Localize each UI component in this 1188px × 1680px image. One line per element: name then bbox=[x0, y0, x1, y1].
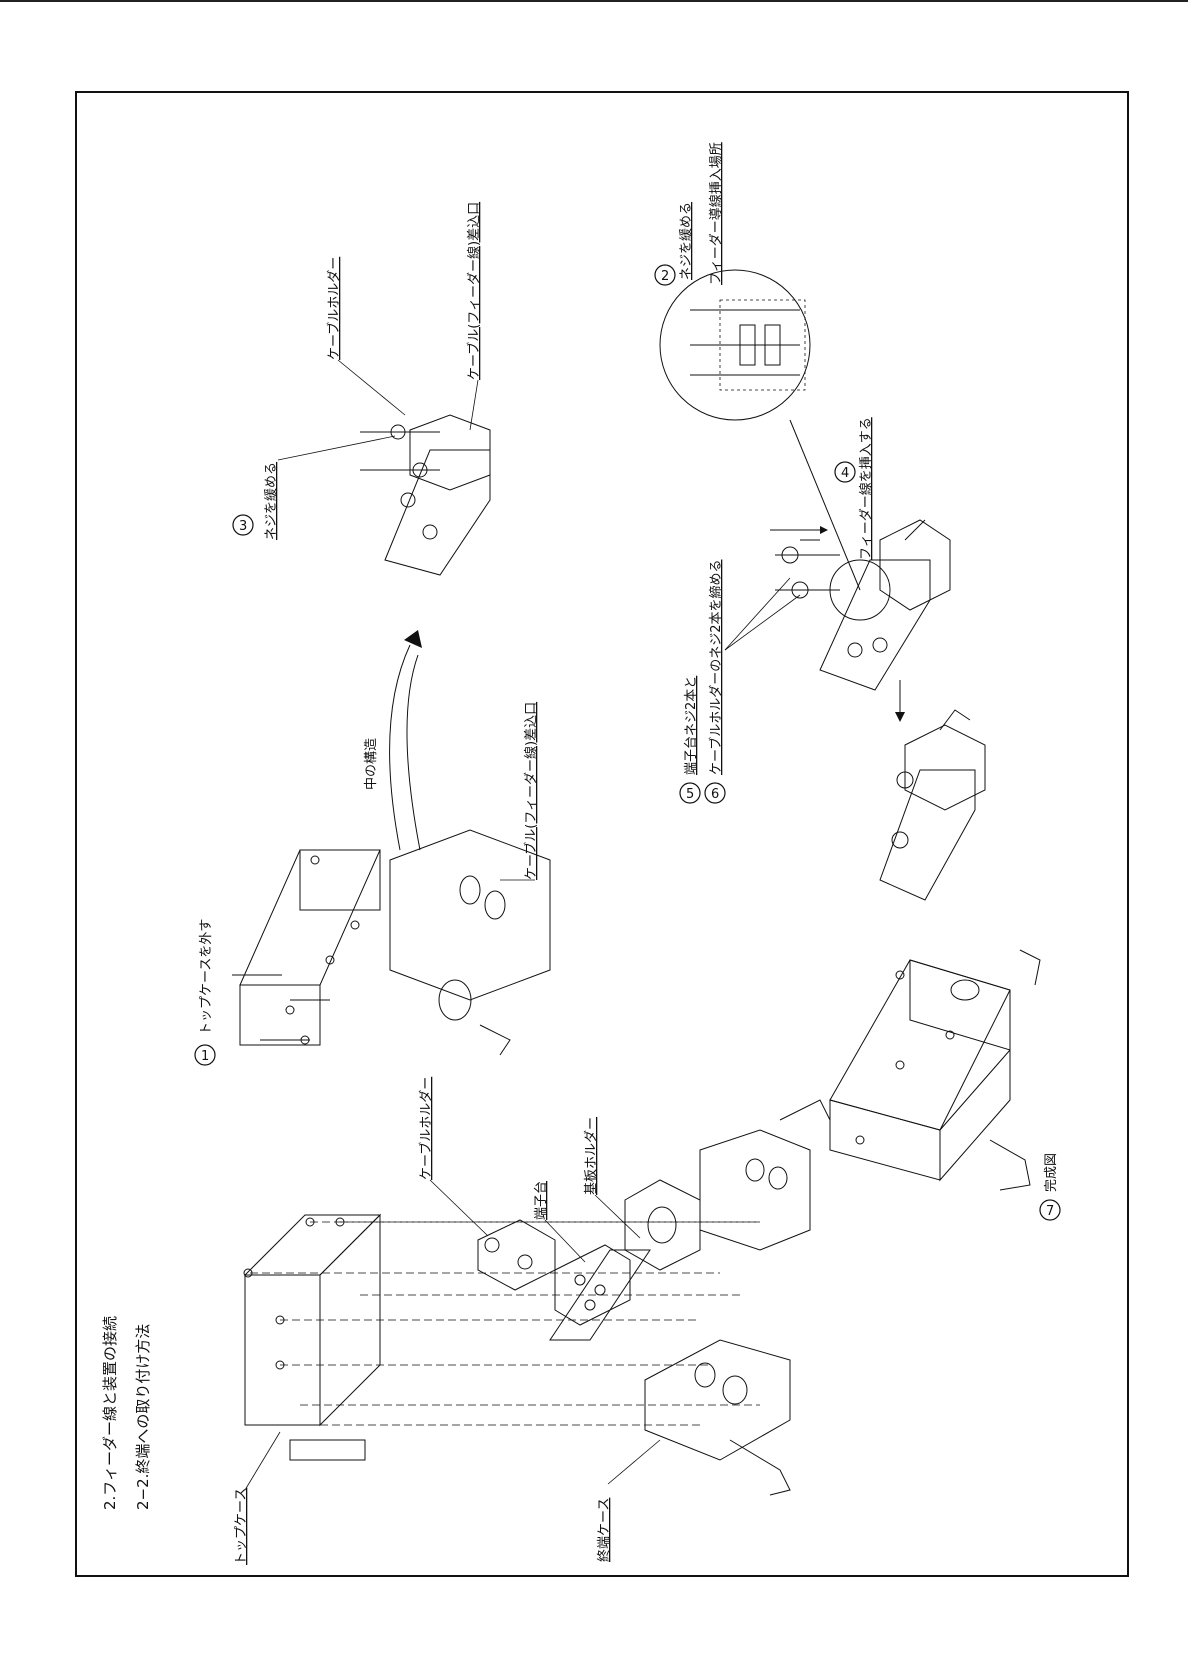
leader-top-case bbox=[245, 1432, 280, 1490]
cable-inlet-label-1: ケーブル(フィーダー線)差込口 bbox=[523, 702, 539, 880]
cable-holder-part bbox=[478, 1220, 555, 1290]
step-6-view bbox=[880, 710, 985, 900]
exploded-view: トップケース 終端ケース ケーブルホルダー 端子台 基板ホルダー bbox=[234, 1077, 830, 1565]
step-1-view bbox=[232, 830, 550, 1055]
cable-inlet-label-2: ケーブル(フィーダー線)差込口 bbox=[466, 202, 482, 380]
leader-terminal-block bbox=[545, 1220, 585, 1262]
label-top-case: トップケース bbox=[234, 1488, 249, 1565]
section-title: 2.フィーダー線と装置の接続 bbox=[101, 1316, 119, 1510]
step-7-text: 完成図 bbox=[1044, 1153, 1059, 1192]
leader-cable-holder-2 bbox=[338, 360, 405, 415]
step-2-text: ネジを緩める bbox=[679, 202, 694, 280]
subsection-title: 2−2.終端への取り付け方法 bbox=[134, 1324, 152, 1510]
cable-holder-label-2: ケーブルホルダー bbox=[326, 257, 342, 360]
step-5-number: 5 bbox=[686, 787, 694, 802]
leader-step-3 bbox=[278, 436, 395, 460]
top-case-part bbox=[244, 1215, 380, 1460]
label-board-holder: 基板ホルダー bbox=[584, 1117, 599, 1195]
step-6-number: 6 bbox=[711, 787, 719, 802]
step-1-number: 1 bbox=[201, 1049, 209, 1064]
feeder-insert-location-label: フィーダー導線挿入場所 bbox=[708, 142, 724, 285]
step-5-text: 端子台ネジ2本と bbox=[684, 676, 699, 775]
step-3-number: 3 bbox=[239, 519, 247, 534]
step-2-number: 2 bbox=[661, 269, 669, 284]
step-7-number: 7 bbox=[1046, 1204, 1054, 1219]
board-holder-part bbox=[550, 1180, 700, 1340]
leader-terminal-case bbox=[608, 1440, 660, 1484]
label-terminal-case: 終端ケース bbox=[596, 1498, 612, 1562]
leader-board-holder bbox=[595, 1195, 640, 1238]
leader-step-5-6b bbox=[725, 595, 800, 650]
step-6-text: ケーブルホルダーのネジ2本を締める bbox=[708, 560, 724, 776]
step-4-number: 4 bbox=[841, 466, 849, 481]
inner-structure-label: 中の構造 bbox=[364, 738, 379, 790]
insert-arrow-icon bbox=[820, 526, 828, 534]
leader-cable-holder bbox=[430, 1180, 488, 1236]
terminal-block-part bbox=[555, 1245, 630, 1325]
step-1-text: トップケースを外す bbox=[199, 919, 214, 1035]
assembly-guide-lines bbox=[250, 1222, 760, 1425]
arrow-head-icon bbox=[404, 630, 422, 648]
step-3-text: ネジを緩める bbox=[264, 462, 279, 540]
step-2-detail bbox=[660, 270, 810, 420]
label-terminal-block: 端子台 bbox=[534, 1181, 549, 1220]
leader-step-5-6a bbox=[725, 578, 790, 650]
step-4-text: フィーダー線を挿入する bbox=[858, 417, 874, 560]
leader-cable-inlet-2 bbox=[470, 380, 478, 430]
label-cable-holder: ケーブルホルダー bbox=[418, 1077, 434, 1180]
completed-view bbox=[830, 950, 1040, 1190]
terminal-case-part bbox=[645, 1100, 830, 1495]
down-arrow-head-icon bbox=[895, 712, 905, 722]
